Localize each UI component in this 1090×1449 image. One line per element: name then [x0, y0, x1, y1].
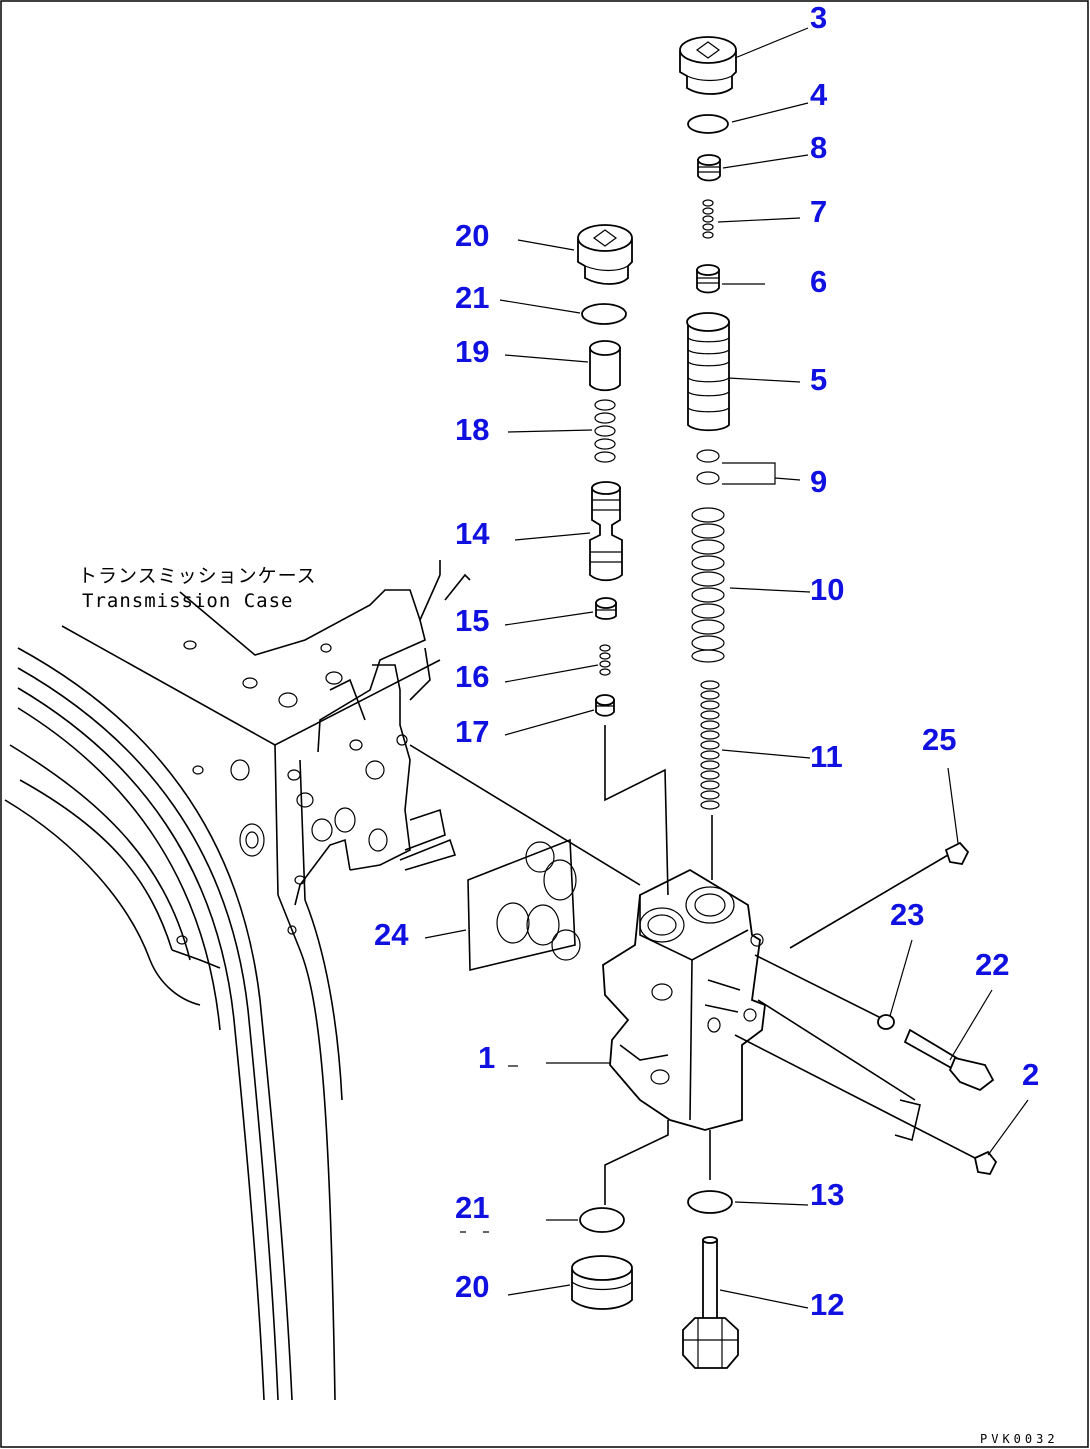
callout-11: 11 [810, 739, 843, 774]
callout-20-top: 20 [455, 218, 489, 253]
callout-21-top: 21 [455, 280, 489, 315]
callout-13: 13 [810, 1177, 844, 1212]
transmission-case [4, 560, 471, 1401]
valve-5 [686, 312, 730, 432]
cap-19 [589, 340, 621, 392]
spring-11 [700, 680, 720, 810]
drawing-code: PVK0032 [980, 1432, 1059, 1446]
rings-9 [696, 449, 720, 485]
pin-25 [944, 841, 970, 865]
leader-lines [424, 27, 1029, 1309]
spring-16 [599, 644, 611, 676]
spring-10 [691, 507, 725, 663]
callout-12: 12 [810, 1287, 844, 1322]
callout-7: 7 [810, 194, 827, 229]
guide-line-case [409, 744, 641, 886]
bolt-22 [903, 1028, 995, 1092]
spring-7 [702, 199, 714, 239]
callout-6: 6 [810, 264, 827, 299]
spring-18 [594, 399, 616, 463]
plug-20-top [577, 224, 633, 285]
callout-24: 24 [374, 917, 409, 952]
callout-4: 4 [810, 77, 828, 112]
plug-20-bottom [571, 1255, 633, 1310]
dowel-line [894, 1099, 921, 1142]
callout-1: 1 [478, 1040, 495, 1075]
guide-line-2 [734, 1034, 976, 1159]
callout-23: 23 [890, 897, 924, 932]
spool-14 [589, 481, 623, 582]
piston-6 [696, 264, 720, 294]
callout-10: 10 [810, 572, 844, 607]
guide-line-25 [789, 854, 949, 949]
piston-15 [595, 597, 617, 620]
oring-13 [687, 1190, 733, 1214]
oring-4 [687, 114, 729, 134]
callout-21-bottom: 21 [455, 1190, 489, 1225]
case-label-en: Transmission Case [82, 590, 293, 612]
callout-19: 19 [455, 334, 489, 369]
callout-15: 15 [455, 603, 489, 638]
case-label-jp: トランスミッションケース [78, 565, 317, 587]
callout-17: 17 [455, 714, 489, 749]
valve-body [602, 868, 766, 1131]
washer-23 [877, 1014, 895, 1030]
rod-nut-12 [682, 1236, 739, 1369]
gasket-24 [467, 838, 581, 972]
callout-14: 14 [455, 516, 490, 551]
seat-17 [595, 694, 615, 717]
callout-5: 5 [810, 362, 827, 397]
callout-16: 16 [455, 659, 489, 694]
plug-8 [697, 154, 721, 182]
pin-2 [973, 1150, 998, 1175]
assembly-line-bottom-left [604, 1120, 669, 1205]
callout-2: 2 [1022, 1057, 1039, 1092]
callout-25: 25 [922, 722, 956, 757]
callout-22: 22 [975, 947, 1009, 982]
callout-8: 8 [810, 130, 827, 165]
oring-21-top [581, 303, 627, 325]
callout-9: 9 [810, 464, 827, 499]
oring-21-bottom [579, 1207, 625, 1233]
plug-3 [679, 36, 737, 95]
callout-20-bottom: 20 [455, 1269, 489, 1304]
callout-3: 3 [810, 0, 827, 35]
guide-line-23 [754, 954, 886, 1021]
assembly-line-left [604, 725, 669, 896]
callout-18: 18 [455, 412, 489, 447]
guide-line-22 [757, 999, 916, 1101]
